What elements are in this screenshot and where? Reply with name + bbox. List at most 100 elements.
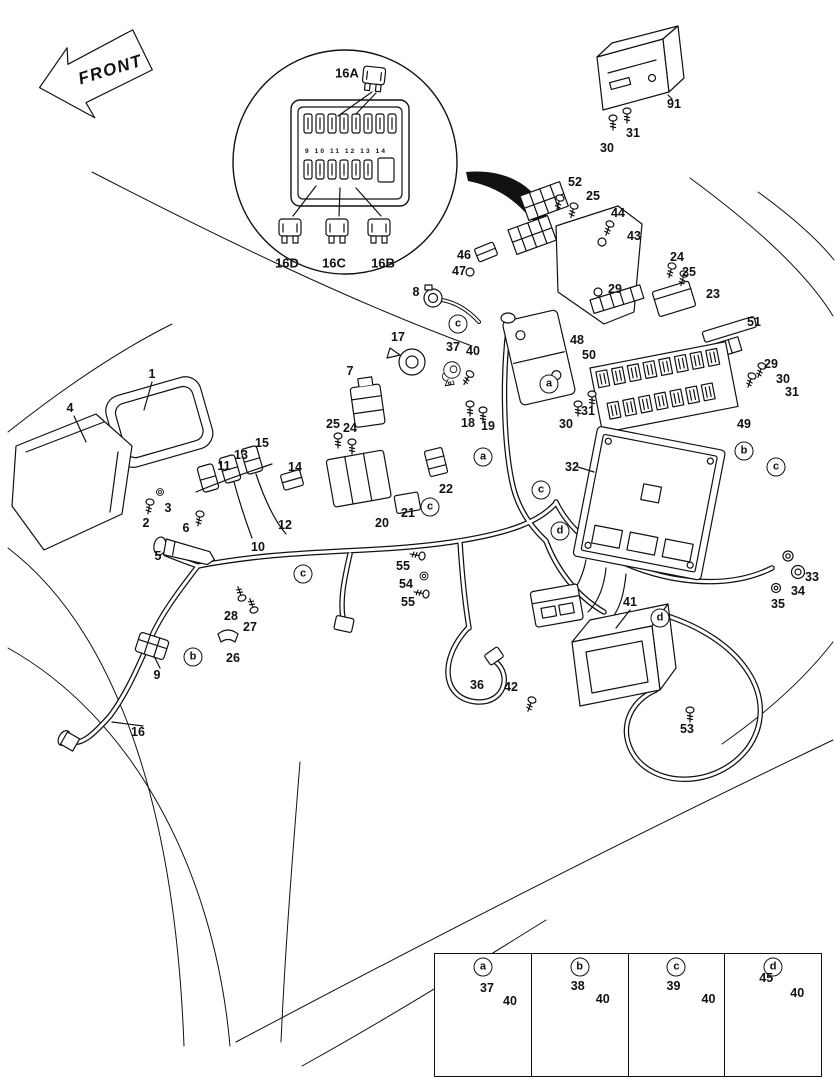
legend-part-37: 37 — [480, 980, 494, 995]
callout-25: 25 — [326, 416, 340, 431]
callout-20: 20 — [375, 515, 389, 530]
callout-28: 28 — [224, 608, 238, 623]
monitor-1 — [105, 376, 214, 468]
connector-9 — [57, 615, 504, 752]
legend-part-39: 39 — [666, 978, 681, 993]
callout-37: 37 — [446, 339, 460, 354]
radio-unit — [596, 25, 685, 131]
bracket-20 — [325, 447, 449, 515]
clamp-letter-b: b — [183, 647, 203, 667]
connector-8 — [423, 284, 481, 324]
legend-part-38: 38 — [570, 978, 585, 993]
callout-2: 2 — [142, 515, 150, 530]
front-arrow: FRONT — [38, 29, 153, 119]
callout-11: 11 — [217, 458, 231, 473]
clamp-letter-b: b — [734, 441, 754, 461]
callout-36: 36 — [470, 677, 484, 692]
callout-29: 29 — [608, 281, 622, 296]
callout-16: 16 — [131, 724, 145, 739]
relay-panel-49 — [573, 341, 739, 434]
callout-29: 29 — [764, 356, 778, 371]
callout-24: 24 — [670, 249, 684, 264]
clamp-letter-c: c — [448, 314, 468, 334]
callout-31: 31 — [626, 125, 640, 140]
ecu-32 — [561, 426, 726, 619]
callout-22: 22 — [439, 481, 453, 496]
callout-15: 15 — [255, 435, 269, 450]
callout-23: 23 — [706, 286, 720, 301]
callout-55: 55 — [396, 558, 410, 573]
callout-1: 1 — [148, 366, 156, 381]
buzzer-17 — [386, 347, 488, 423]
cover-4 — [11, 413, 164, 551]
inset-fuse-numbers: 9 10 11 12 13 14 — [305, 148, 388, 155]
callout-55: 55 — [401, 594, 415, 609]
callout-30: 30 — [559, 416, 573, 431]
callout-48: 48 — [570, 332, 584, 347]
callout-41: 41 — [623, 594, 637, 609]
callout-26: 26 — [226, 650, 240, 665]
inset-label-16c: 16C — [322, 255, 346, 271]
clamp-letter-c: c — [420, 497, 440, 517]
legend-letter-d: d — [763, 957, 783, 977]
callout-54: 54 — [399, 576, 413, 591]
callout-25: 25 — [682, 264, 696, 279]
callout-31: 31 — [785, 384, 799, 399]
clamp-letter-c: c — [293, 564, 313, 584]
callout-27: 27 — [243, 619, 257, 634]
callout-12: 12 — [278, 517, 292, 532]
legend-part-40: 40 — [701, 991, 716, 1006]
callout-10: 10 — [251, 539, 265, 554]
callout-44: 44 — [611, 205, 625, 220]
legend-part-40: 40 — [503, 993, 517, 1008]
callout-40: 40 — [466, 343, 480, 358]
callout-4: 4 — [66, 400, 74, 415]
clamp-letter-c: c — [766, 457, 786, 477]
callout-5: 5 — [154, 548, 162, 563]
bracket-box-41 — [523, 583, 695, 723]
inset-label-16a: 16A — [335, 65, 359, 81]
relay-7 — [333, 376, 386, 455]
cab-outline — [7, 171, 835, 1067]
callout-21: 21 — [401, 505, 415, 520]
legend-part-45: 45 — [759, 970, 774, 985]
callout-17: 17 — [391, 329, 405, 344]
inset-label-16b: 16B — [371, 255, 395, 271]
callout-32: 32 — [565, 459, 579, 474]
callout-3: 3 — [164, 500, 172, 515]
legend-letter-c: c — [666, 957, 686, 977]
callout-33: 33 — [805, 569, 819, 584]
switch-cluster — [153, 445, 304, 566]
connector-46 — [465, 241, 498, 277]
callout-9: 9 — [153, 667, 161, 682]
legend-letter-b: b — [570, 957, 590, 977]
inset-label-16d: 16D — [275, 255, 299, 271]
callout-30: 30 — [600, 140, 614, 155]
callout-24: 24 — [343, 420, 357, 435]
callout-47: 47 — [452, 263, 466, 278]
callout-42: 42 — [504, 679, 518, 694]
callout-13: 13 — [234, 447, 248, 462]
legend-part-40: 40 — [595, 991, 610, 1006]
clamp-letter-d: d — [550, 521, 570, 541]
callout-52: 52 — [568, 174, 582, 189]
callout-35: 35 — [771, 596, 785, 611]
callout-91: 91 — [667, 96, 681, 111]
fuse-box-inset — [232, 49, 458, 275]
clamp-letter-d: d — [650, 608, 670, 628]
callout-7: 7 — [346, 363, 354, 378]
callout-51: 51 — [747, 314, 761, 329]
callout-30: 30 — [776, 371, 790, 386]
callout-25: 25 — [586, 188, 600, 203]
clamp-letter-a: a — [473, 447, 493, 467]
callout-50: 50 — [582, 347, 596, 362]
callout-43: 43 — [627, 228, 641, 243]
legend-part-40: 40 — [790, 985, 805, 1000]
